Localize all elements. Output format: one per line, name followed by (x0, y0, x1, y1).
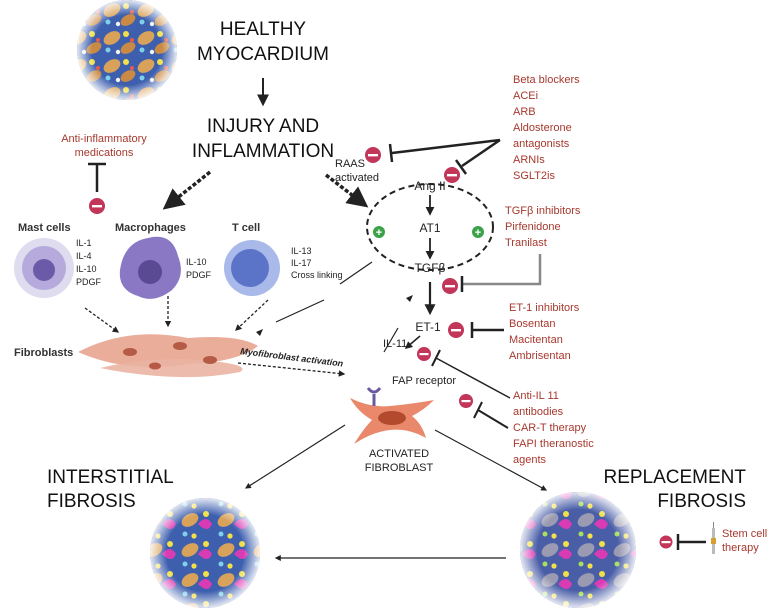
tgfb-inhibition-bracket (462, 254, 542, 286)
feedback-line-1 (339, 261, 373, 285)
interstitial-fibrosis-image (150, 498, 260, 608)
fap-receptor-icon (366, 387, 382, 406)
tgfb-drug-1: TGFβ inhibitors (505, 205, 581, 217)
et1-node: ET-1 (415, 320, 441, 334)
raas-drug-6: ARNIs (513, 154, 545, 166)
activated-label-line2: FIBROBLAST (365, 462, 434, 474)
il11-node: IL-11 (383, 338, 407, 350)
at1-node: AT1 (419, 221, 440, 235)
t-cell-marker-1: IL-13 (291, 246, 312, 256)
raas-cycle (366, 183, 494, 271)
tgfb-drug-2: Pirfenidone (505, 221, 561, 233)
fap-drug-3: agents (513, 454, 547, 466)
macrophages-label: Macrophages (115, 222, 186, 234)
interstitial-title-line2: FIBROSIS (47, 491, 136, 512)
healthy-myocardium-image (77, 0, 177, 100)
mast-marker-4: PDGF (76, 277, 102, 287)
tgfb-drug-list: TGFβ inhibitors Pirfenidone Tranilast (505, 205, 581, 249)
anti-inflammatory-line2: medications (75, 147, 134, 159)
fap-drug-list: CAR-T therapy FAPI theranostic agents (513, 422, 594, 466)
mast-marker-2: IL-4 (76, 251, 92, 261)
svg-text:+: + (376, 227, 382, 239)
mast-cell (14, 238, 74, 298)
fap-drug-1: CAR-T therapy (513, 422, 587, 434)
raas-inhibition-bracket (391, 138, 501, 168)
macrophage-marker-1: IL-10 (186, 257, 207, 267)
raas-drug-list: Beta blockers ACEi ARB Aldosterone antag… (513, 74, 580, 182)
anti-inflammatory-inhibition (88, 162, 106, 214)
anti-inflammatory-line1: Anti-inflammatory (61, 133, 147, 145)
il11-inhibition-line (435, 357, 511, 399)
raas-drug-1: Beta blockers (513, 74, 580, 86)
raas-drug-5: antagonists (513, 138, 570, 150)
activated-fibroblast-cell (350, 398, 434, 444)
feedback-line-2 (275, 299, 325, 323)
feedback-arrow-tgfb (256, 329, 263, 336)
fap-drug-2: FAPI theranostic (513, 438, 594, 450)
feedback-arrow-et1 (406, 295, 413, 302)
macrophage-cell (119, 236, 181, 299)
healthy-title-line2: MYOCARDIUM (197, 44, 329, 65)
replacement-title-line1: REPLACEMENT (603, 467, 746, 488)
raas-drug-3: ARB (513, 106, 536, 118)
il11-drug-1: Anti-IL 11 (513, 390, 559, 402)
et1-drug-3: Macitentan (509, 334, 563, 346)
feedback-line-3 (383, 327, 399, 353)
arrow-injury-to-cells (162, 170, 212, 210)
raas-drug-7: SGLT2is (513, 170, 555, 182)
arrow-mast-to-fibroblast (84, 307, 120, 333)
arrow-tcell-to-fibroblast (235, 299, 269, 331)
arrow-injury-to-raas (324, 173, 369, 208)
stem-cell-line1: Stem cell (722, 528, 767, 540)
fibroblasts-label: Fibroblasts (14, 347, 73, 359)
svg-text:+: + (475, 227, 481, 239)
raas-label-line1: RAAS (335, 158, 365, 170)
mast-cells-label: Mast cells (18, 222, 71, 234)
arrow-to-interstitial (244, 424, 346, 489)
replacement-fibrosis-image (520, 492, 636, 608)
fibroblast-cluster (78, 334, 258, 378)
mast-marker-1: IL-1 (76, 238, 92, 248)
et1-drug-4: Ambrisentan (509, 350, 571, 362)
syringe-icon (711, 522, 716, 554)
et1-drug-list: ET-1 inhibitors Bosentan Macitentan Ambr… (509, 302, 580, 362)
macrophage-marker-2: PDGF (186, 270, 212, 280)
et1-drug-1: ET-1 inhibitors (509, 302, 580, 314)
tgfb-drug-3: Tranilast (505, 237, 547, 249)
fap-receptor-label: FAP receptor (392, 375, 456, 387)
healthy-title-line1: HEALTHY (220, 19, 307, 40)
stem-cell-line2: therapy (722, 542, 759, 554)
stimulate-sign-left-icon (373, 226, 385, 238)
arrow-et1-to-il11 (404, 335, 421, 349)
replacement-title-line2: FIBROSIS (657, 491, 746, 512)
activated-label-line1: ACTIVATED (369, 448, 429, 460)
il11-drug-list: Anti-IL 11 antibodies (513, 390, 564, 418)
t-cell-marker-3: Cross linking (291, 270, 343, 280)
raas-drug-4: Aldosterone (513, 122, 572, 134)
t-cell (224, 240, 280, 296)
t-cell-label: T cell (232, 222, 260, 234)
et1-drug-2: Bosentan (509, 318, 555, 330)
t-cell-marker-2: IL-17 (291, 258, 312, 268)
raas-drug-2: ACEi (513, 90, 538, 102)
interstitial-title-line1: INTERSTITIAL (47, 467, 174, 488)
raas-label-line2: activated (335, 172, 379, 184)
il11-drug-2: antibodies (513, 406, 564, 418)
fap-inhibition-line (477, 409, 509, 429)
stimulate-sign-right-icon (472, 226, 484, 238)
mast-marker-3: IL-10 (76, 264, 97, 274)
tgfb-node: TGFβ (415, 261, 446, 275)
injury-title-line1: INJURY AND (207, 116, 319, 137)
ang-ii-node: Ang II (414, 179, 445, 193)
arrow-to-replacement (434, 429, 548, 491)
arrow-to-myofibroblast (237, 362, 346, 377)
injury-title-line2: INFLAMMATION (192, 141, 334, 162)
